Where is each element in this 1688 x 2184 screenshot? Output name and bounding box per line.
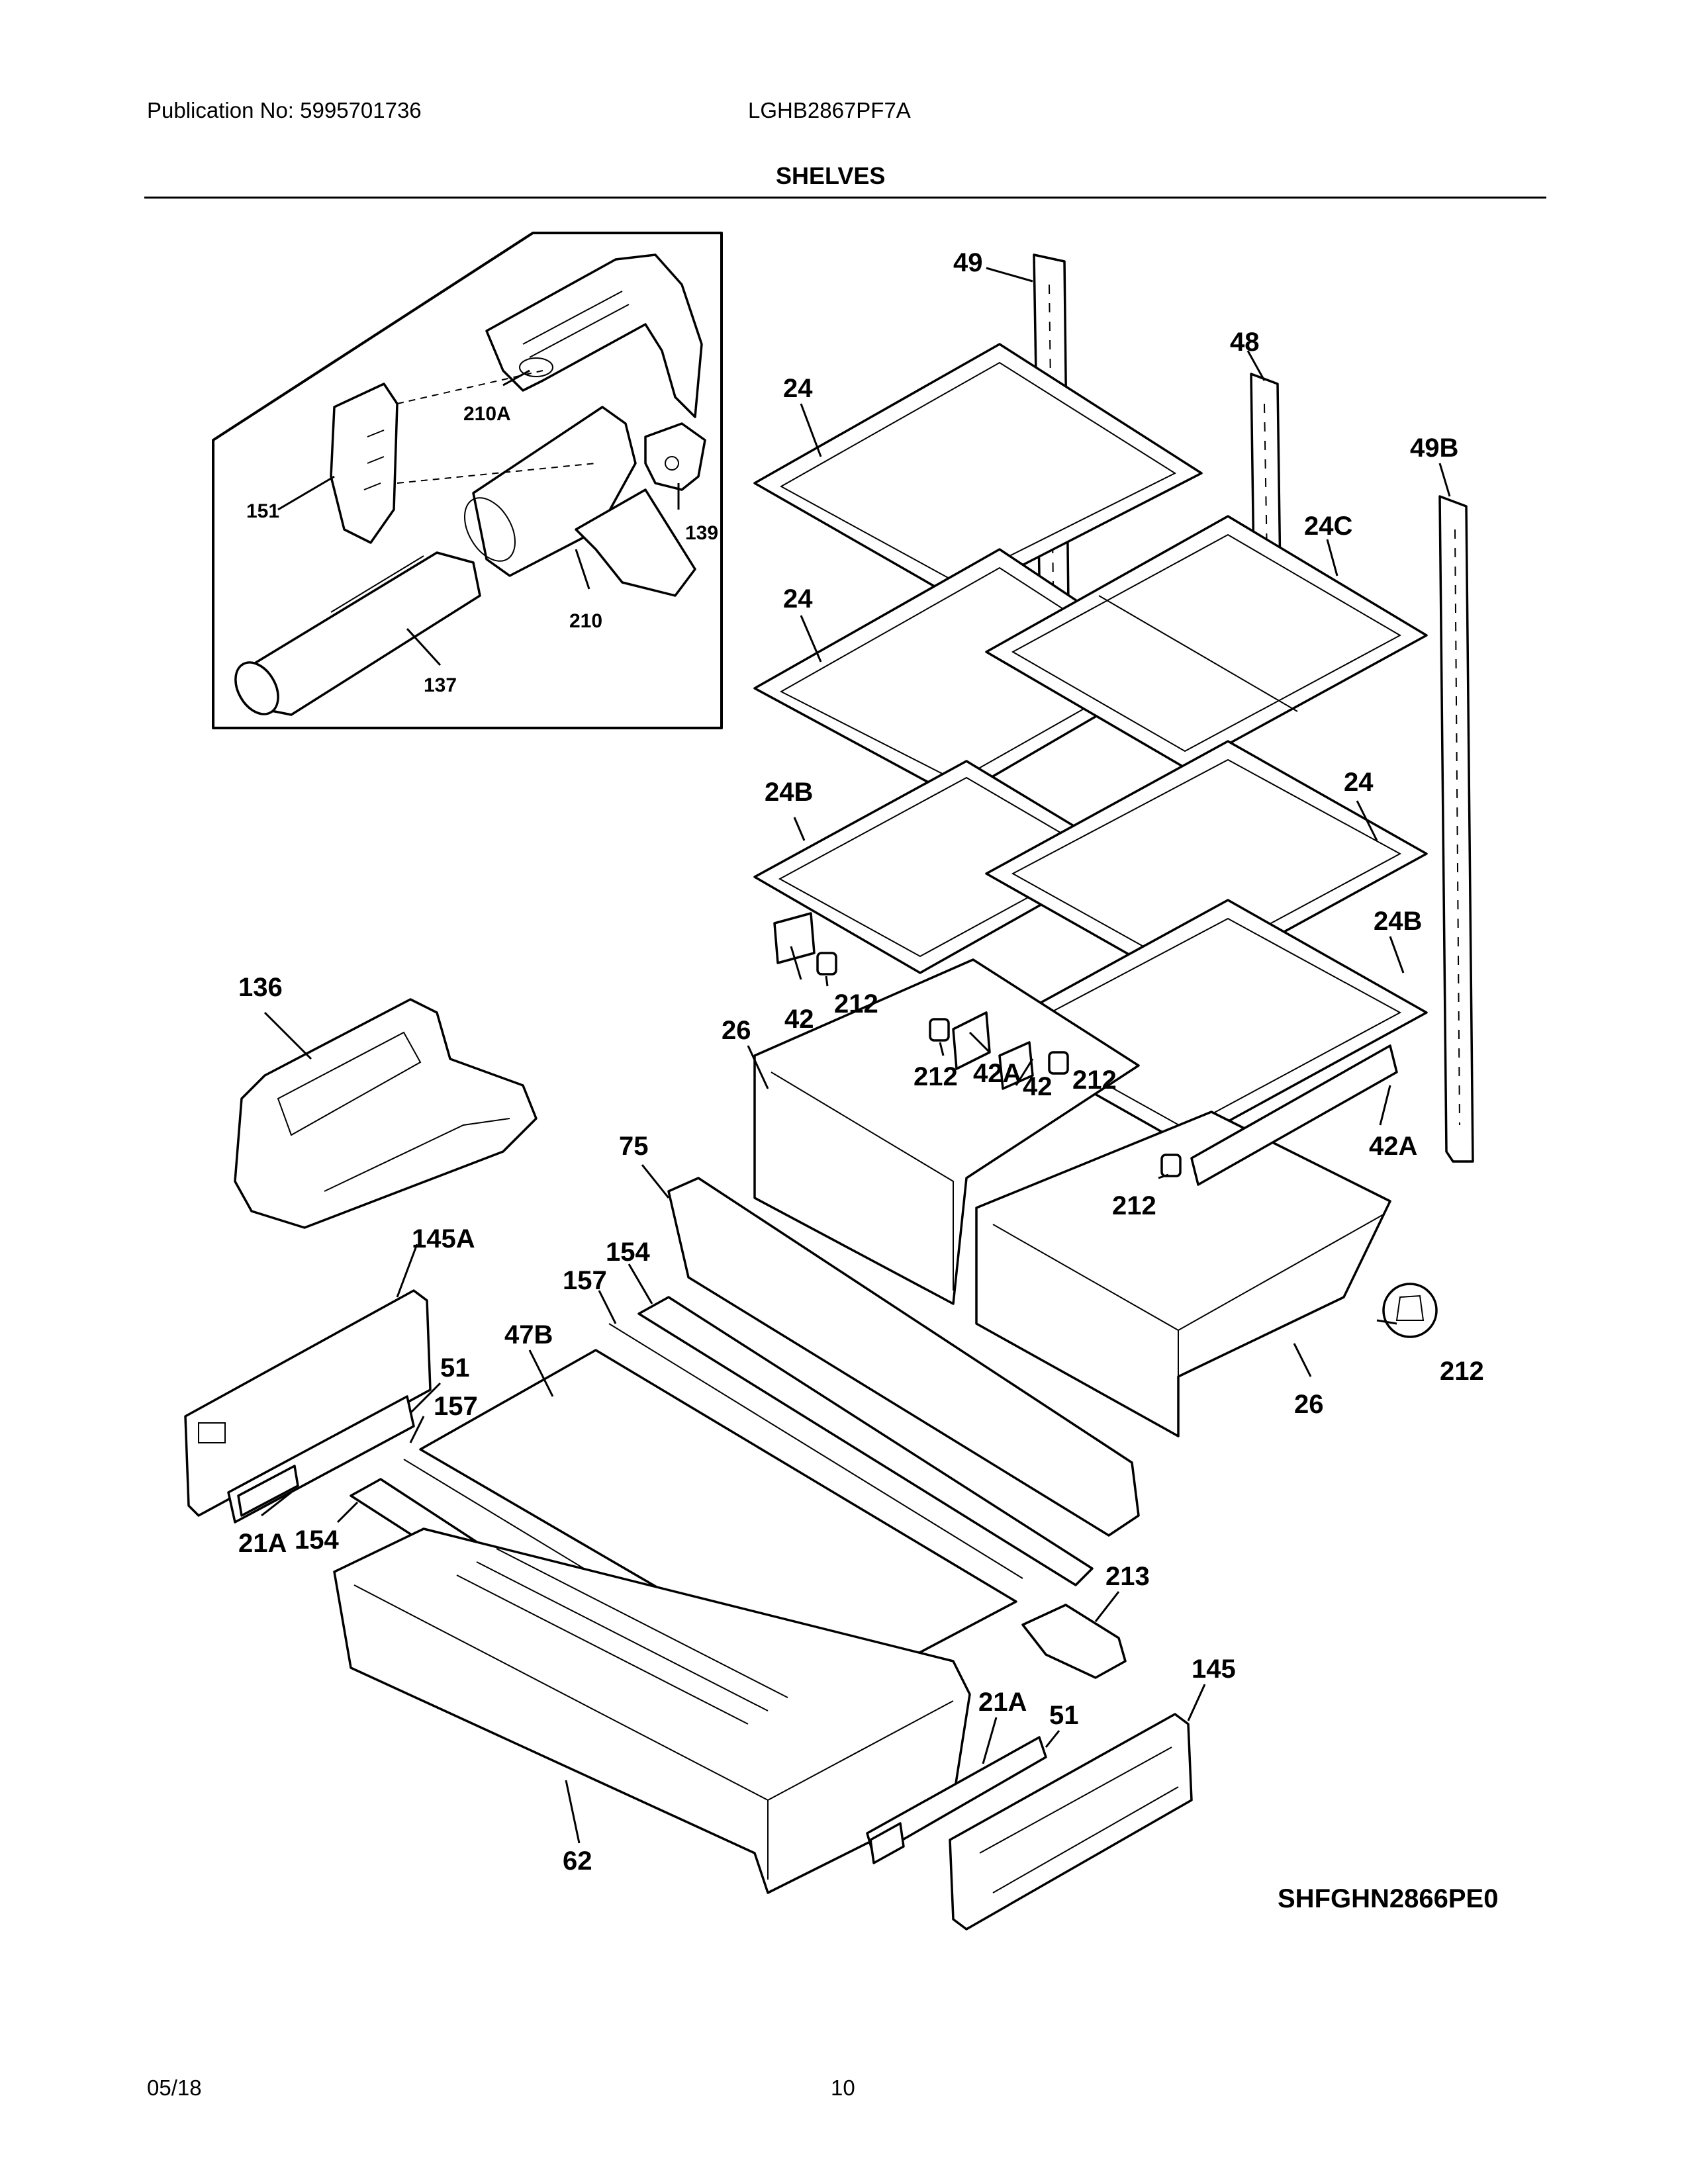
pantry-drawer-group — [333, 1177, 1193, 1931]
slide-21a-left — [237, 1465, 299, 1517]
callout-210a: 210A — [463, 403, 511, 425]
callout-139: 139 — [685, 522, 718, 544]
callout-42a-mid: 42A — [973, 1059, 1021, 1088]
filter-cover-151 — [330, 383, 399, 544]
callout-26-left: 26 — [722, 1016, 751, 1045]
divider-75 — [667, 1177, 1140, 1537]
callout-24-right: 24 — [1344, 768, 1374, 797]
callout-49b: 49B — [1410, 433, 1458, 463]
drawer-rail-42-left — [773, 912, 816, 964]
callout-21a-right: 21A — [978, 1688, 1027, 1717]
slide-21a-right — [869, 1822, 905, 1864]
clip-212-d — [1160, 1154, 1182, 1177]
callout-24-top: 24 — [783, 374, 813, 403]
callout-157-left: 157 — [434, 1392, 478, 1421]
callout-212-c: 212 — [1072, 1066, 1117, 1095]
leader-lines — [261, 267, 1451, 1844]
rail-49b — [1438, 495, 1474, 1163]
left-side-parts — [184, 998, 538, 1524]
callout-51-right: 51 — [1049, 1701, 1079, 1730]
callout-212-d: 212 — [1112, 1191, 1156, 1220]
crisper-drawers — [753, 912, 1438, 1437]
glass-shelves — [753, 343, 1428, 1146]
callout-labels: 49 48 49B 24 24 24C 24 24B 24B 42 212 26… — [238, 248, 1498, 1913]
section-title: SHELVES — [776, 162, 886, 189]
callout-154-top: 154 — [606, 1238, 650, 1267]
diagram-code: SHFGHN2866PE0 — [1278, 1884, 1498, 1913]
handle-136 — [234, 998, 538, 1229]
footer-page-number: 10 — [831, 2075, 855, 2100]
callout-42a-right: 42A — [1369, 1132, 1417, 1161]
callout-49: 49 — [953, 248, 983, 277]
callout-157-top: 157 — [563, 1266, 607, 1295]
header-rule — [144, 197, 1546, 199]
callout-75: 75 — [619, 1132, 649, 1161]
publication-number: Publication No: 5995701736 — [147, 98, 422, 122]
filter-valve-139 — [644, 422, 706, 491]
callout-21a-left: 21A — [238, 1529, 287, 1558]
drawer-bracket-42 — [998, 1041, 1034, 1090]
end-cap-145 — [949, 1713, 1193, 1931]
callout-212-b: 212 — [914, 1062, 958, 1091]
shelf-24-top — [753, 343, 1203, 600]
callout-145: 145 — [1192, 1655, 1236, 1684]
callout-210: 210 — [569, 610, 602, 632]
water-filter-inset — [212, 232, 723, 729]
crisper-drawer-26-right — [975, 1111, 1391, 1437]
callout-24-middle: 24 — [783, 584, 813, 614]
callout-24b-left: 24B — [765, 778, 813, 807]
bracket-213 — [1021, 1604, 1127, 1679]
footer-date: 05/18 — [147, 2075, 202, 2100]
callout-212-e: 212 — [1440, 1357, 1484, 1386]
clip-212-a — [816, 952, 837, 976]
callout-137: 137 — [424, 674, 457, 696]
callout-136: 136 — [238, 973, 283, 1002]
callout-26-right: 26 — [1294, 1390, 1324, 1419]
callout-42: 42 — [784, 1005, 814, 1034]
callout-212-a: 212 — [834, 989, 878, 1019]
callout-62: 62 — [563, 1846, 592, 1876]
callout-151: 151 — [246, 500, 279, 522]
clip-212-detail — [1382, 1283, 1438, 1338]
shelf-24c — [985, 515, 1428, 769]
clip-212-b — [929, 1018, 950, 1042]
clip-212-c — [1048, 1051, 1069, 1075]
callout-51-left: 51 — [440, 1353, 470, 1383]
callout-47b: 47B — [504, 1320, 553, 1349]
callout-145a: 145A — [412, 1224, 475, 1253]
crisper-drawer-26-left — [753, 958, 1140, 1305]
filter-housing-210a — [485, 253, 703, 418]
callout-154-left: 154 — [295, 1525, 339, 1555]
shelf-24-right — [985, 740, 1428, 987]
callout-24c: 24C — [1304, 512, 1352, 541]
drawer-rail-42a-right — [1190, 1044, 1398, 1186]
callout-48: 48 — [1230, 328, 1260, 357]
end-cap-145a — [184, 1289, 432, 1517]
callout-42-mid: 42 — [1023, 1072, 1053, 1101]
callout-24b-right: 24B — [1374, 907, 1422, 936]
callout-213: 213 — [1105, 1562, 1150, 1591]
trim-154-top — [637, 1296, 1094, 1586]
model-number: LGHB2867PF7A — [748, 98, 911, 122]
